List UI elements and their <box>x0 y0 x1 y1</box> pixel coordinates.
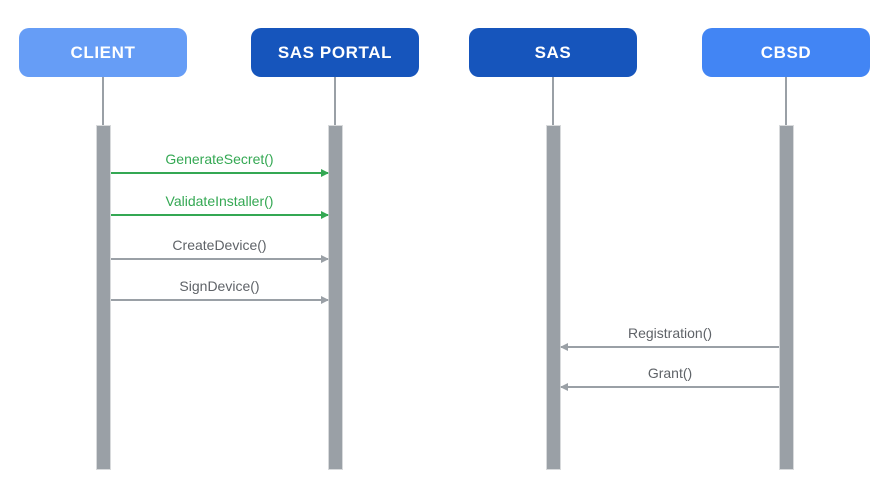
actor-box-sas: SAS <box>469 28 637 77</box>
message-label: CreateDevice() <box>172 237 267 253</box>
lifeline-stem-sas-portal <box>334 77 336 125</box>
message-arrow <box>560 383 779 391</box>
actor-label-sas-portal: SAS PORTAL <box>277 42 393 62</box>
actor-box-client: CLIENT <box>19 28 187 77</box>
message-label: ValidateInstaller() <box>165 193 274 209</box>
message-label: Grant() <box>647 365 693 381</box>
message-registration: Registration() <box>560 325 779 351</box>
activation-bar-sas-portal <box>328 125 343 470</box>
arrowhead-right-icon <box>321 296 329 304</box>
message-sign-device: SignDevice() <box>111 278 329 304</box>
message-grant: Grant() <box>560 365 779 391</box>
arrowhead-right-icon <box>321 255 329 263</box>
arrowhead-right-icon <box>321 169 329 177</box>
lifeline-stem-client <box>102 77 104 125</box>
actor-label-client: CLIENT <box>70 42 136 62</box>
arrowhead-left-icon <box>560 383 568 391</box>
activation-bar-cbsd <box>779 125 794 470</box>
arrowhead-right-icon <box>321 211 329 219</box>
actor-label-cbsd: CBSD <box>760 42 812 62</box>
message-arrow <box>111 211 329 219</box>
message-arrow <box>560 343 779 351</box>
message-generate-secret: GenerateSecret() <box>111 151 329 177</box>
actor-box-sas-portal: SAS PORTAL <box>251 28 419 77</box>
message-arrow <box>111 255 329 263</box>
arrowhead-left-icon <box>560 343 568 351</box>
message-validate-installer: ValidateInstaller() <box>111 193 329 219</box>
lifeline-stem-cbsd <box>785 77 787 125</box>
message-label: GenerateSecret() <box>165 151 274 167</box>
message-create-device: CreateDevice() <box>111 237 329 263</box>
message-arrow <box>111 296 329 304</box>
activation-bar-client <box>96 125 111 470</box>
lifeline-stem-sas <box>552 77 554 125</box>
message-arrow <box>111 169 329 177</box>
actor-box-cbsd: CBSD <box>702 28 870 77</box>
message-label: Registration() <box>627 325 713 341</box>
actor-label-sas: SAS <box>534 42 572 62</box>
message-label: SignDevice() <box>179 278 260 294</box>
activation-bar-sas <box>546 125 561 470</box>
